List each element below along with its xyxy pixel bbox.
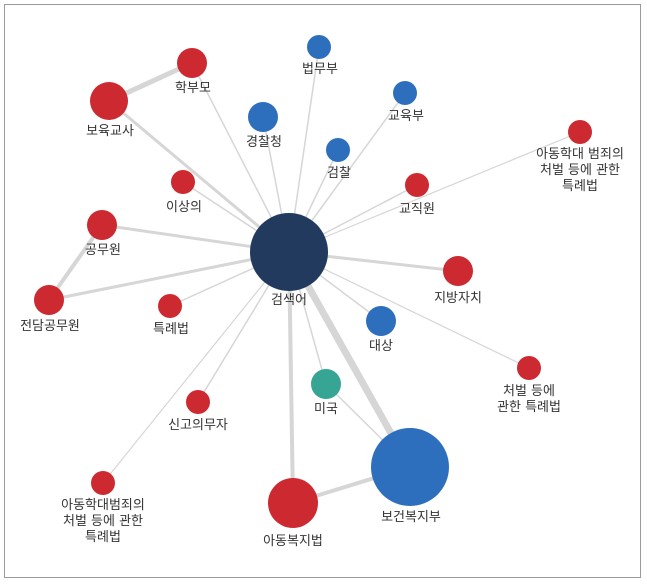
node-label-gongmu: 공무원 [85,243,121,258]
node-adonghakdae2[interactable] [91,471,115,495]
node-cheobeol[interactable] [517,356,541,380]
node-label-boyuk: 보육교사 [86,124,134,139]
edge-center-adonghakdae2 [102,251,290,484]
node-label-beommu: 법무부 [302,62,338,77]
node-label-singo: 신고의무자 [168,418,228,433]
node-label-isangui: 이상의 [166,200,202,215]
node-gyojik[interactable] [405,173,429,197]
node-label-gyoyuk: 교육부 [388,109,424,124]
node-teukrye[interactable] [158,294,182,318]
node-label-hakbumo: 학부모 [175,81,211,96]
node-bogeon[interactable] [371,428,449,506]
node-isangui[interactable] [171,170,195,194]
edge-center-cheobeol [288,251,530,369]
node-center[interactable] [250,213,328,291]
node-bokji[interactable] [268,478,318,528]
node-label-gyeongchal: 경찰청 [246,135,282,150]
node-miguk[interactable] [311,369,341,399]
node-beommu[interactable] [307,35,331,59]
node-label-line: 처벌 등에 관한 [63,514,143,529]
node-gongmu[interactable] [87,210,117,240]
node-gyeongchal[interactable] [248,102,278,132]
node-label-gyojik: 교직원 [399,202,435,217]
node-label-bokji: 아동복지법 [263,534,323,549]
node-label-line: 처벌 등에 [503,384,555,399]
node-label-jeondam: 전담공무원 [20,319,80,334]
node-jibang[interactable] [443,256,473,286]
node-adonghakdae1[interactable] [568,120,592,144]
edge-center-adonghakdae1 [288,131,581,253]
node-layer [34,35,592,528]
node-hakbumo[interactable] [177,48,207,78]
node-label-geomchal: 검찰 [327,166,351,181]
node-singo[interactable] [186,390,210,414]
edge-center-jeondam [47,250,291,302]
node-label-line: 관한 특례법 [497,400,561,415]
node-label-jibang: 지방자치 [434,291,482,306]
node-geomchal[interactable] [326,138,350,162]
node-label-line: 처벌 등에 관한 [540,163,620,178]
node-label-daesang: 대상 [369,339,393,354]
node-label-line: 아동학대 범죄의 [536,147,624,162]
node-label-line: 특례법 [562,179,598,194]
node-label-miguk: 미국 [314,402,338,417]
edge-center-boyuk [107,99,291,254]
node-label-teukrye: 특례법 [153,322,189,337]
edge-gongmu-jeondam [47,223,104,302]
node-label-center: 검색어 [271,293,307,308]
node-label-line: 아동학대범죄의 [61,498,145,513]
node-gyoyuk[interactable] [393,81,417,105]
node-jeondam[interactable] [34,285,64,315]
node-label-line: 특례법 [85,530,121,545]
edge-center-bokji [287,250,295,505]
node-boyuk[interactable] [90,82,128,120]
node-daesang[interactable] [366,306,396,336]
edge-center-bogeon [285,248,414,471]
node-label-bogeon: 보건복지부 [381,510,441,525]
